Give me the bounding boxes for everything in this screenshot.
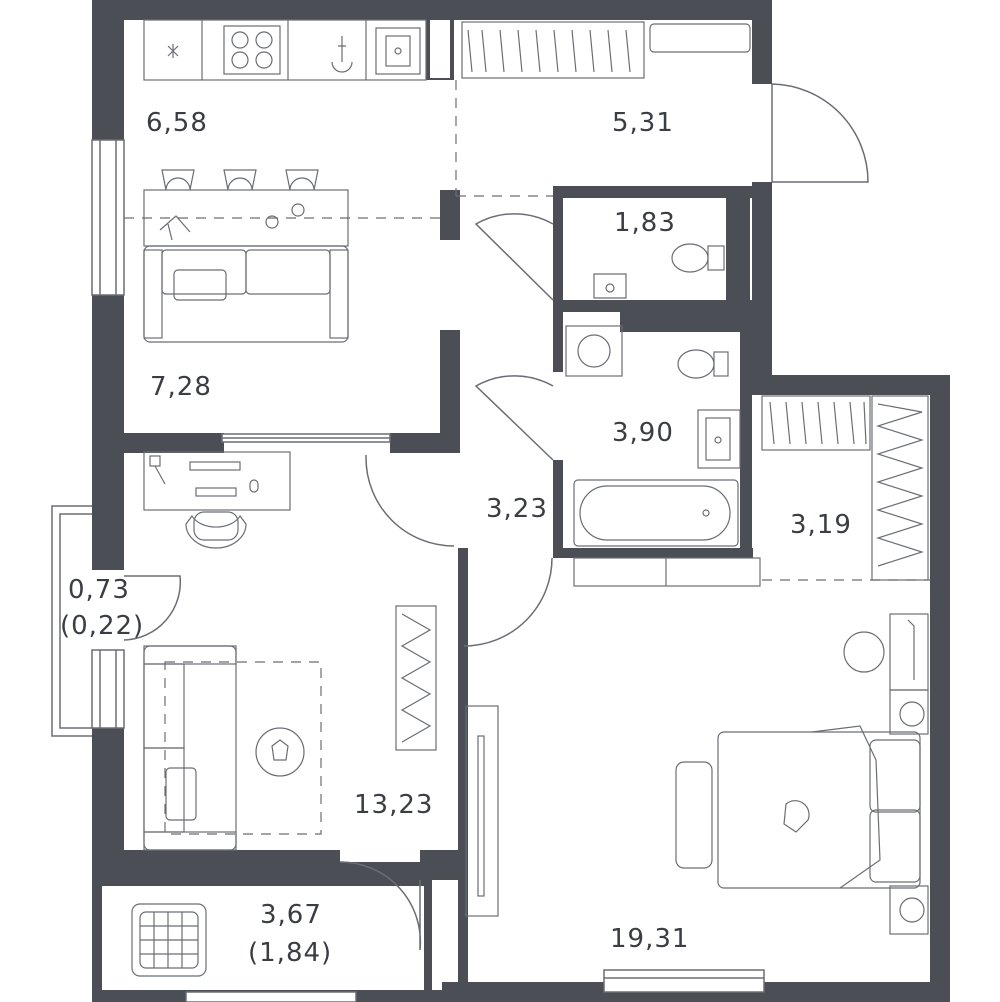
area-balcony-left: 0,73 [68, 575, 130, 605]
area-hall-top: 5,31 [612, 108, 674, 138]
furniture [131, 19, 929, 977]
walls [92, 0, 950, 1002]
doors [123, 83, 869, 951]
area-living-room: 13,23 [354, 790, 434, 820]
area-wardrobe: 3,19 [790, 510, 852, 540]
area-wc: 1,83 [614, 208, 676, 238]
area-bedroom: 19,31 [610, 924, 690, 954]
area-corridor: 3,23 [486, 494, 548, 524]
area-bathroom: 3,90 [612, 418, 674, 448]
area-bottom-balcony-reduced: (1,84) [248, 938, 333, 968]
zone-lines [124, 80, 930, 835]
area-kitchen-lower: 7,28 [150, 372, 212, 402]
windows [91, 139, 765, 1002]
area-balcony-left-reduced: (0,22) [60, 611, 145, 641]
area-bottom-balcony: 3,67 [260, 900, 322, 930]
balcony-left-outline [51, 505, 92, 737]
area-kitchen-upper: 6,58 [146, 108, 208, 138]
